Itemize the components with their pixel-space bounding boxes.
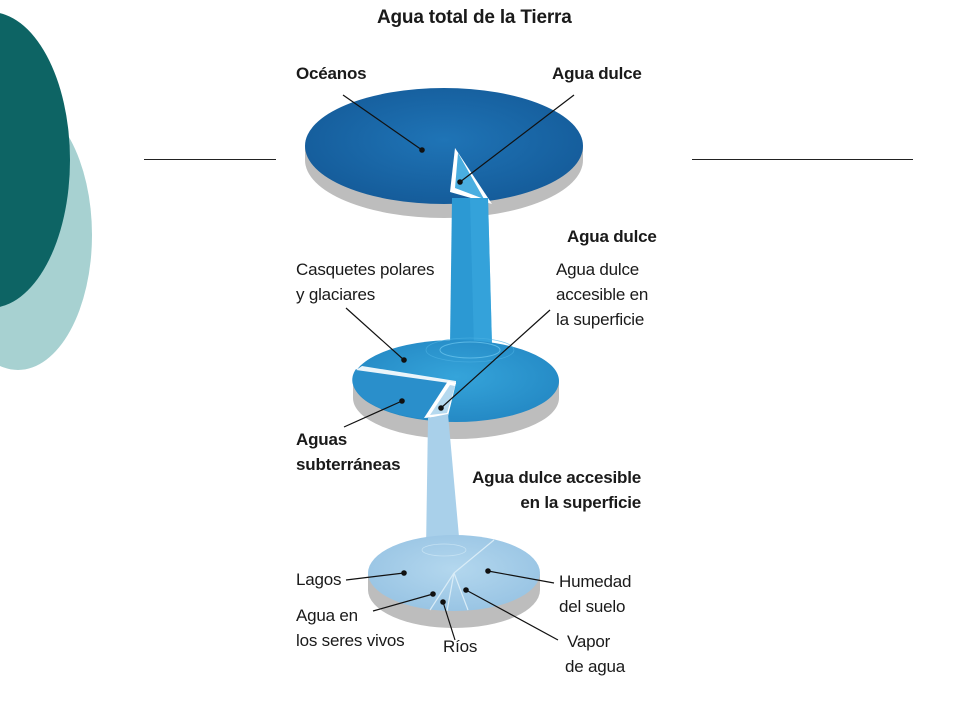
leader-oceans xyxy=(342,94,423,151)
dot-lakes xyxy=(401,570,407,576)
label-oceans: Océanos xyxy=(296,64,367,83)
disk-surface-water xyxy=(368,535,540,628)
heading-surface-line1: Agua dulce accesible xyxy=(472,468,641,487)
disk2-divider xyxy=(356,366,456,384)
header-rule-right xyxy=(692,159,913,160)
dot-ice xyxy=(401,357,407,363)
label-living-line2: los seres vivos xyxy=(296,631,405,650)
divider-vapor xyxy=(453,572,469,611)
fresh-water-column-highlight xyxy=(470,198,492,348)
label-groundwater-line1: Aguas xyxy=(296,430,347,449)
label-fresh-water-top: Agua dulce xyxy=(552,64,642,83)
label-soil-line2: del suelo xyxy=(559,597,626,616)
label-living-line1: Agua en xyxy=(296,606,358,625)
label-surface-line2: accesible en xyxy=(556,285,649,304)
diagram-title: Agua total de la Tierra xyxy=(377,7,572,28)
decoration-dark-circle xyxy=(0,13,70,307)
groundwater-sector xyxy=(352,369,456,419)
splash-ripple xyxy=(439,341,501,359)
leader-lakes xyxy=(345,572,405,581)
disk-fresh-water xyxy=(352,337,559,439)
surface-water-column xyxy=(426,414,460,553)
heading-fresh-water: Agua dulce xyxy=(567,227,657,246)
disk-total-water xyxy=(305,88,583,218)
header-rule-left xyxy=(144,159,276,160)
label-ice-line1: Casquetes polares xyxy=(296,260,435,279)
dot-ground xyxy=(399,398,405,404)
divider-rivers xyxy=(446,572,455,612)
splash-ripple-small xyxy=(421,543,467,557)
surface-water-wedge xyxy=(430,385,455,415)
leader-surface xyxy=(440,309,551,409)
label-soil-line1: Humedad xyxy=(559,572,632,591)
leader-soil xyxy=(487,570,555,584)
leader-rivers xyxy=(442,601,456,641)
dot-fresh xyxy=(457,179,463,185)
label-ice-line2: y glaciares xyxy=(296,285,376,304)
label-lakes: Lagos xyxy=(296,570,342,589)
splash-ripple-outer xyxy=(425,337,515,363)
heading-surface-line2: en la superficie xyxy=(520,493,641,512)
leader-vapor xyxy=(465,589,559,641)
label-groundwater-line2: subterráneas xyxy=(296,455,401,474)
leader-fresh xyxy=(459,94,575,183)
label-vapor-line1: Vapor xyxy=(567,632,611,651)
divider-soil xyxy=(453,539,495,574)
leader-ground xyxy=(343,400,403,428)
oceans-sector xyxy=(305,88,583,204)
dot-living xyxy=(430,591,436,597)
divider-living xyxy=(429,572,455,611)
leader-lines xyxy=(342,94,575,641)
dot-surface xyxy=(438,405,444,411)
fresh-water-wedge xyxy=(455,153,484,199)
dot-vapor xyxy=(463,587,469,593)
leader-living xyxy=(372,593,434,612)
dot-rivers xyxy=(440,599,446,605)
dot-soil xyxy=(485,568,491,574)
label-vapor-line2: de agua xyxy=(565,657,626,676)
label-rivers: Ríos xyxy=(443,637,478,656)
label-surface-line3: la superficie xyxy=(556,310,645,329)
label-surface-line1: Agua dulce xyxy=(556,260,640,279)
leader-ice xyxy=(345,307,405,361)
dot-oceans xyxy=(419,147,425,153)
